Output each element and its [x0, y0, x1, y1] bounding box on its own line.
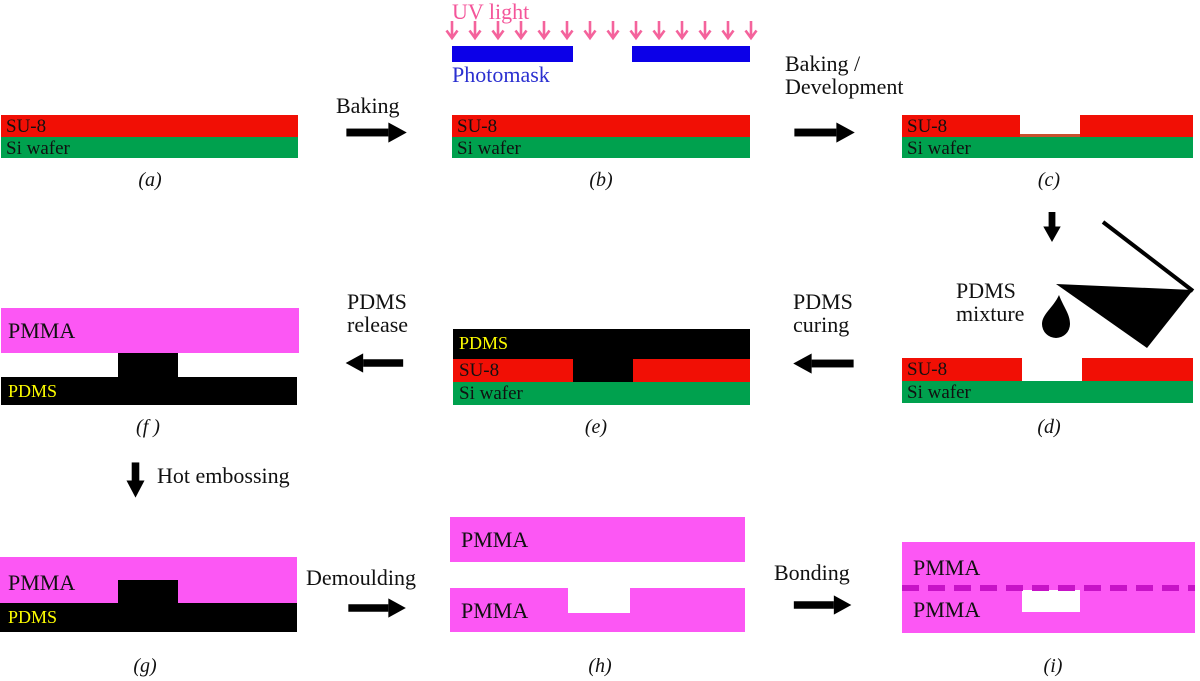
- baking-right-arrow-icon: [346, 122, 407, 143]
- panel-b-su8-layer: [452, 115, 750, 137]
- photomask-left-bar: [452, 46, 573, 62]
- panel-i-pmma-top-label: PMMA: [913, 555, 981, 580]
- panel-b-caption: (b): [589, 169, 613, 191]
- panel-b-si-layer: [452, 137, 750, 158]
- panel-f-pdms-layer: [1, 377, 297, 405]
- bonding-right-arrow-icon: [793, 595, 852, 615]
- panel-d-si-layer: [902, 381, 1193, 403]
- panel-i-channel: [1022, 590, 1080, 612]
- baking-development-step-label: Baking / Development: [785, 51, 904, 99]
- photomask-right-bar: [632, 46, 750, 62]
- panel-c-su8-label: SU-8: [907, 116, 948, 137]
- uv-light-label: UV light: [452, 0, 530, 24]
- panel-d-su8-left-segment: [902, 358, 1022, 381]
- photomask-label: Photomask: [452, 62, 550, 87]
- panel-i-pmma-bottom-label: PMMA: [913, 597, 981, 622]
- panel-f-caption: (f ): [136, 416, 160, 438]
- panel-g-pdms-bump: [118, 580, 178, 603]
- panel-d-su8-label: SU-8: [907, 359, 948, 380]
- panel-e-pdms-label: PDMS: [459, 333, 509, 353]
- panel-a-caption: (a): [138, 169, 162, 191]
- pdms-mixture-label: PDMS mixture: [956, 278, 1025, 326]
- hot-embossing-down-arrow-icon: [126, 462, 145, 498]
- panel-g-pdms-label: PDMS: [8, 607, 58, 627]
- pdms-curing-step-label: PDMS curing: [793, 289, 853, 337]
- baking-step-label: Baking: [336, 93, 400, 118]
- panel-f-pdms-bump: [118, 353, 178, 377]
- panel-d-su8-right-segment: [1082, 358, 1193, 381]
- panel-a-si-label: Si wafer: [6, 138, 70, 159]
- panel-i-caption: (i): [1043, 655, 1063, 677]
- panel-h-pmma-top-layer: [450, 517, 745, 562]
- uv-rays-icon: [445, 21, 758, 41]
- panel-e-pdms-layer: [453, 329, 750, 359]
- panel-b-su8-label: SU-8: [457, 116, 498, 137]
- step-down-arrow-icon: [1043, 212, 1061, 243]
- demoulding-step-label: Demoulding: [306, 565, 416, 590]
- panel-e-pdms-plug: [573, 359, 633, 382]
- panel-e-su8-left-segment: [453, 359, 573, 382]
- baking-development-right-arrow-icon: [794, 122, 855, 143]
- panel-c-si-layer: [902, 137, 1193, 158]
- panel-b-si-label: Si wafer: [457, 138, 521, 159]
- panel-g-pmma-label: PMMA: [8, 570, 76, 595]
- pouring-beaker-icon: [1042, 220, 1195, 348]
- panel-i-bond-interface-line: [902, 585, 1195, 591]
- panel-e-si-layer: [453, 382, 750, 405]
- panel-d-caption: (d): [1037, 416, 1061, 438]
- panel-e-caption: (e): [584, 416, 608, 438]
- demoulding-right-arrow-icon: [348, 598, 406, 618]
- panel-h-pmma-top-label: PMMA: [461, 527, 529, 552]
- panel-f-pmma-label: PMMA: [8, 318, 76, 343]
- bonding-step-label: Bonding: [774, 560, 850, 585]
- panel-a-si-layer: [1, 137, 298, 158]
- panel-f-pdms-label: PDMS: [8, 381, 58, 401]
- panel-h-caption: (h): [588, 655, 612, 677]
- panel-h-channel-notch: [568, 588, 630, 613]
- panel-a-su8-label: SU-8: [6, 116, 47, 137]
- panel-h-pmma-bottom-label: PMMA: [461, 598, 529, 623]
- panel-g-pdms-layer: [0, 603, 297, 632]
- pdms-curing-left-arrow-icon: [793, 353, 854, 374]
- panel-f-pmma-layer: [1, 308, 299, 353]
- panel-e-su8-right-segment: [633, 359, 750, 382]
- panel-c-si-label: Si wafer: [907, 138, 971, 159]
- panel-d-si-label: Si wafer: [907, 382, 971, 403]
- panel-c-su8-right-segment: [1080, 115, 1193, 137]
- panel-a-su8-layer: [1, 115, 298, 137]
- panel-c-caption: (c): [1037, 169, 1061, 191]
- panel-e-su8-label: SU-8: [459, 360, 500, 381]
- hot-embossing-step-label: Hot embossing: [157, 463, 290, 488]
- pdms-release-step-label: PDMS release: [347, 289, 409, 337]
- panel-g-caption: (g): [133, 655, 157, 677]
- panel-e-si-label: Si wafer: [459, 383, 523, 404]
- panel-c-developed-gap-line: [1020, 134, 1080, 137]
- pdms-release-left-arrow-icon: [345, 353, 404, 373]
- panel-c-su8-left-segment: [902, 115, 1020, 137]
